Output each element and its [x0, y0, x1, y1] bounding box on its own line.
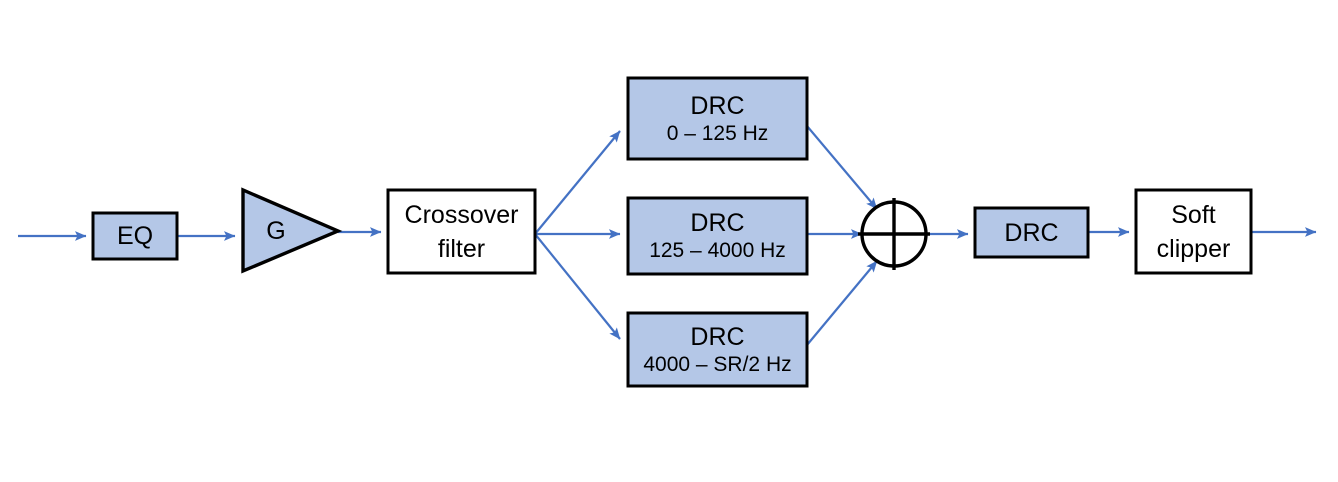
- arrow-crossover-to-drc-low: [534, 130, 621, 235]
- block-drc-low: [626, 76, 809, 161]
- arrow-drc-high-to-summer: [806, 260, 878, 346]
- arrow-crossover-to-drc-high: [534, 233, 621, 340]
- block-summing-junction: [858, 198, 930, 270]
- block-drc-high: [626, 311, 809, 388]
- block-crossover-filter: [386, 188, 537, 275]
- arrow-drc-low-to-summer: [806, 125, 878, 210]
- block-drc-master: [973, 206, 1090, 259]
- block-drc-mid: [626, 196, 809, 276]
- block-gain-amplifier: [241, 187, 343, 274]
- block-eq: [91, 211, 179, 261]
- block-soft-clipper: [1134, 188, 1253, 275]
